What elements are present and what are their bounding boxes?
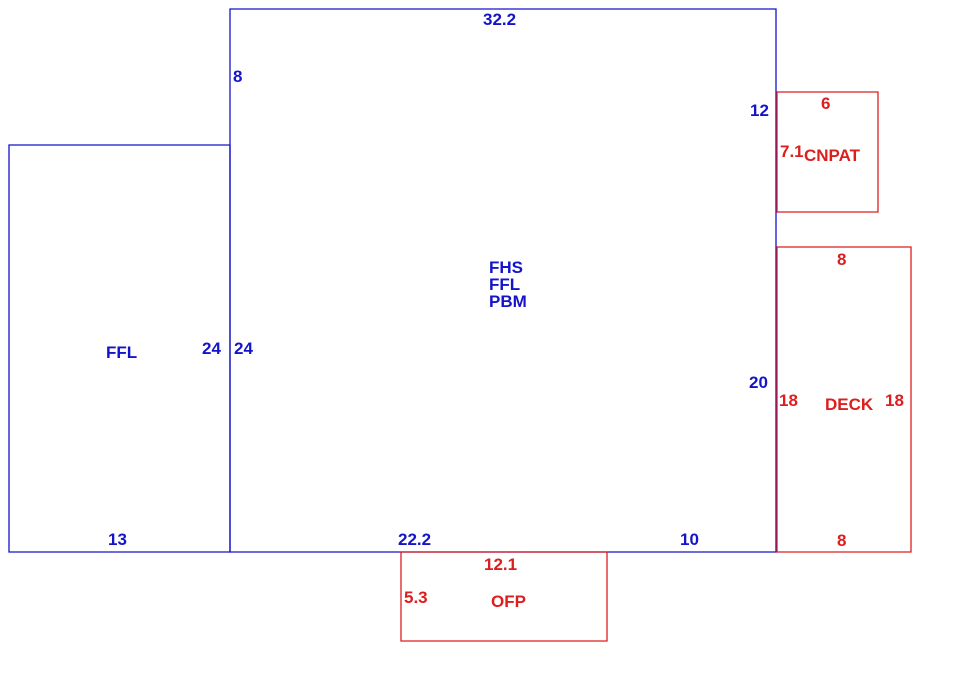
cnpat-area-code: CNPAT <box>804 146 861 165</box>
main-dim-bottom-right: 10 <box>680 530 699 549</box>
ofp-dim-left: 5.3 <box>404 588 428 607</box>
left-area-outline <box>8 144 231 553</box>
deck-area-outline <box>776 246 912 553</box>
left-area-code: FFL <box>106 343 138 362</box>
main-dim-right-upper: 12 <box>750 101 769 120</box>
cnpat-area-outline <box>776 91 879 213</box>
main-dim-bottom-left: 22.2 <box>398 530 432 549</box>
main-dim-left-upper: 8 <box>233 67 243 86</box>
main-dim-right-lower: 20 <box>749 373 768 392</box>
main-area-code-1: FHS <box>489 258 523 277</box>
deck-dim-bottom: 8 <box>837 531 847 550</box>
cnpat-dim-top: 6 <box>821 94 831 113</box>
deck-area-code: DECK <box>825 395 874 414</box>
ofp-area-code: OFP <box>491 592 526 611</box>
cnpat-dim-left: 7.1 <box>780 142 804 161</box>
ofp-dim-top: 12.1 <box>484 555 518 574</box>
deck-dim-top: 8 <box>837 250 847 269</box>
deck-dim-right: 18 <box>885 391 904 410</box>
main-area-code-3: PBM <box>489 292 527 311</box>
deck-dim-left: 18 <box>779 391 798 410</box>
ofp-area-outline <box>400 551 608 642</box>
main-area-code-2: FFL <box>489 275 521 294</box>
left-dim-right: 24 <box>202 339 221 358</box>
main-dim-top: 32.2 <box>483 10 517 29</box>
left-dim-bottom: 13 <box>108 530 127 549</box>
main-dim-left-lower: 24 <box>234 339 253 358</box>
